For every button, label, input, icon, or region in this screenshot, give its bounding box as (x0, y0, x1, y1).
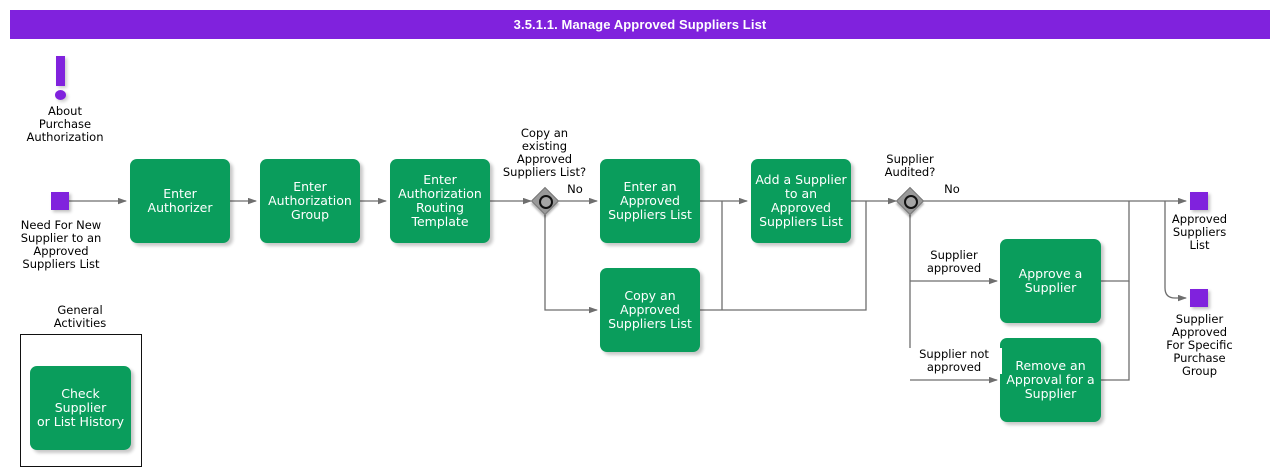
gateway-ring-icon (539, 195, 553, 209)
exclamation-icon (50, 56, 72, 102)
task-enter-authorization-routing-template[interactable]: Enter Authorization Routing Template (390, 159, 490, 243)
gateway-copy-existing-list[interactable] (530, 186, 560, 216)
exclamation-bar-icon (56, 56, 65, 86)
group-general-activities-title: General Activities (53, 303, 107, 330)
page-title: 3.5.1.1. Manage Approved Suppliers List (513, 17, 767, 32)
task-approve-a-supplier-label: Approve a Supplier (1018, 266, 1083, 295)
task-add-a-supplier-to-an-approved-suppliers-list[interactable]: Add a Supplier to an Approved Suppliers … (751, 159, 851, 243)
diagram-title-bar: 3.5.1.1. Manage Approved Suppliers List (10, 10, 1270, 39)
end-event-supplier-approved-group-label: Supplier Approved For Specific Purchase … (1166, 312, 1233, 378)
task-copy-an-approved-suppliers-list-label: Copy an Approved Suppliers List (608, 288, 692, 331)
task-enter-authorization-group[interactable]: Enter Authorization Group (260, 159, 360, 243)
end-event-approved-suppliers-list-label: Approved Suppliers List (1171, 212, 1228, 252)
edge-label-supplier-approved: Supplier approved (912, 249, 996, 275)
gateway-copy-existing-list-label: Copy an existing Approved Suppliers List… (502, 126, 587, 179)
task-check-supplier-or-list-history-label: Check Supplier or List History (36, 386, 125, 429)
task-approve-a-supplier[interactable]: Approve a Supplier (1000, 239, 1101, 323)
start-event-label: Need For New Supplier to an Approved Sup… (20, 218, 102, 271)
task-enter-authorizer[interactable]: Enter Authorizer (130, 159, 230, 243)
task-enter-authorization-routing-template-label: Enter Authorization Routing Template (398, 172, 482, 229)
end-event-approved-suppliers-list[interactable] (1190, 192, 1208, 210)
exclamation-dot-icon (55, 90, 66, 100)
edge-label-audited-no: No (937, 183, 967, 196)
gateway-supplier-audited-label: Supplier Audited? (884, 152, 936, 179)
task-copy-an-approved-suppliers-list[interactable]: Copy an Approved Suppliers List (600, 268, 700, 352)
task-remove-an-approval-for-a-supplier[interactable]: Remove an Approval for a Supplier (1000, 338, 1101, 422)
end-event-supplier-approved-for-specific-purchase-group[interactable] (1190, 289, 1208, 307)
about-purchase-authorization-label: About Purchase Authorization (26, 104, 104, 144)
task-add-a-supplier-label: Add a Supplier to an Approved Suppliers … (755, 172, 847, 229)
task-enter-an-approved-suppliers-list[interactable]: Enter an Approved Suppliers List (600, 159, 700, 243)
edge-label-supplier-not-approved: Supplier not approved (906, 348, 1002, 374)
task-enter-authorization-group-label: Enter Authorization Group (268, 179, 352, 222)
task-enter-an-approved-suppliers-list-label: Enter an Approved Suppliers List (608, 179, 692, 222)
start-event-need-for-new-supplier[interactable] (51, 192, 69, 210)
gateway-supplier-audited[interactable] (895, 186, 925, 216)
edge-label-copy-list-no: No (560, 183, 590, 196)
task-check-supplier-or-list-history[interactable]: Check Supplier or List History (30, 366, 131, 450)
task-remove-an-approval-label: Remove an Approval for a Supplier (1006, 358, 1095, 401)
task-enter-authorizer-label: Enter Authorizer (147, 186, 213, 215)
gateway-ring-icon (904, 195, 918, 209)
